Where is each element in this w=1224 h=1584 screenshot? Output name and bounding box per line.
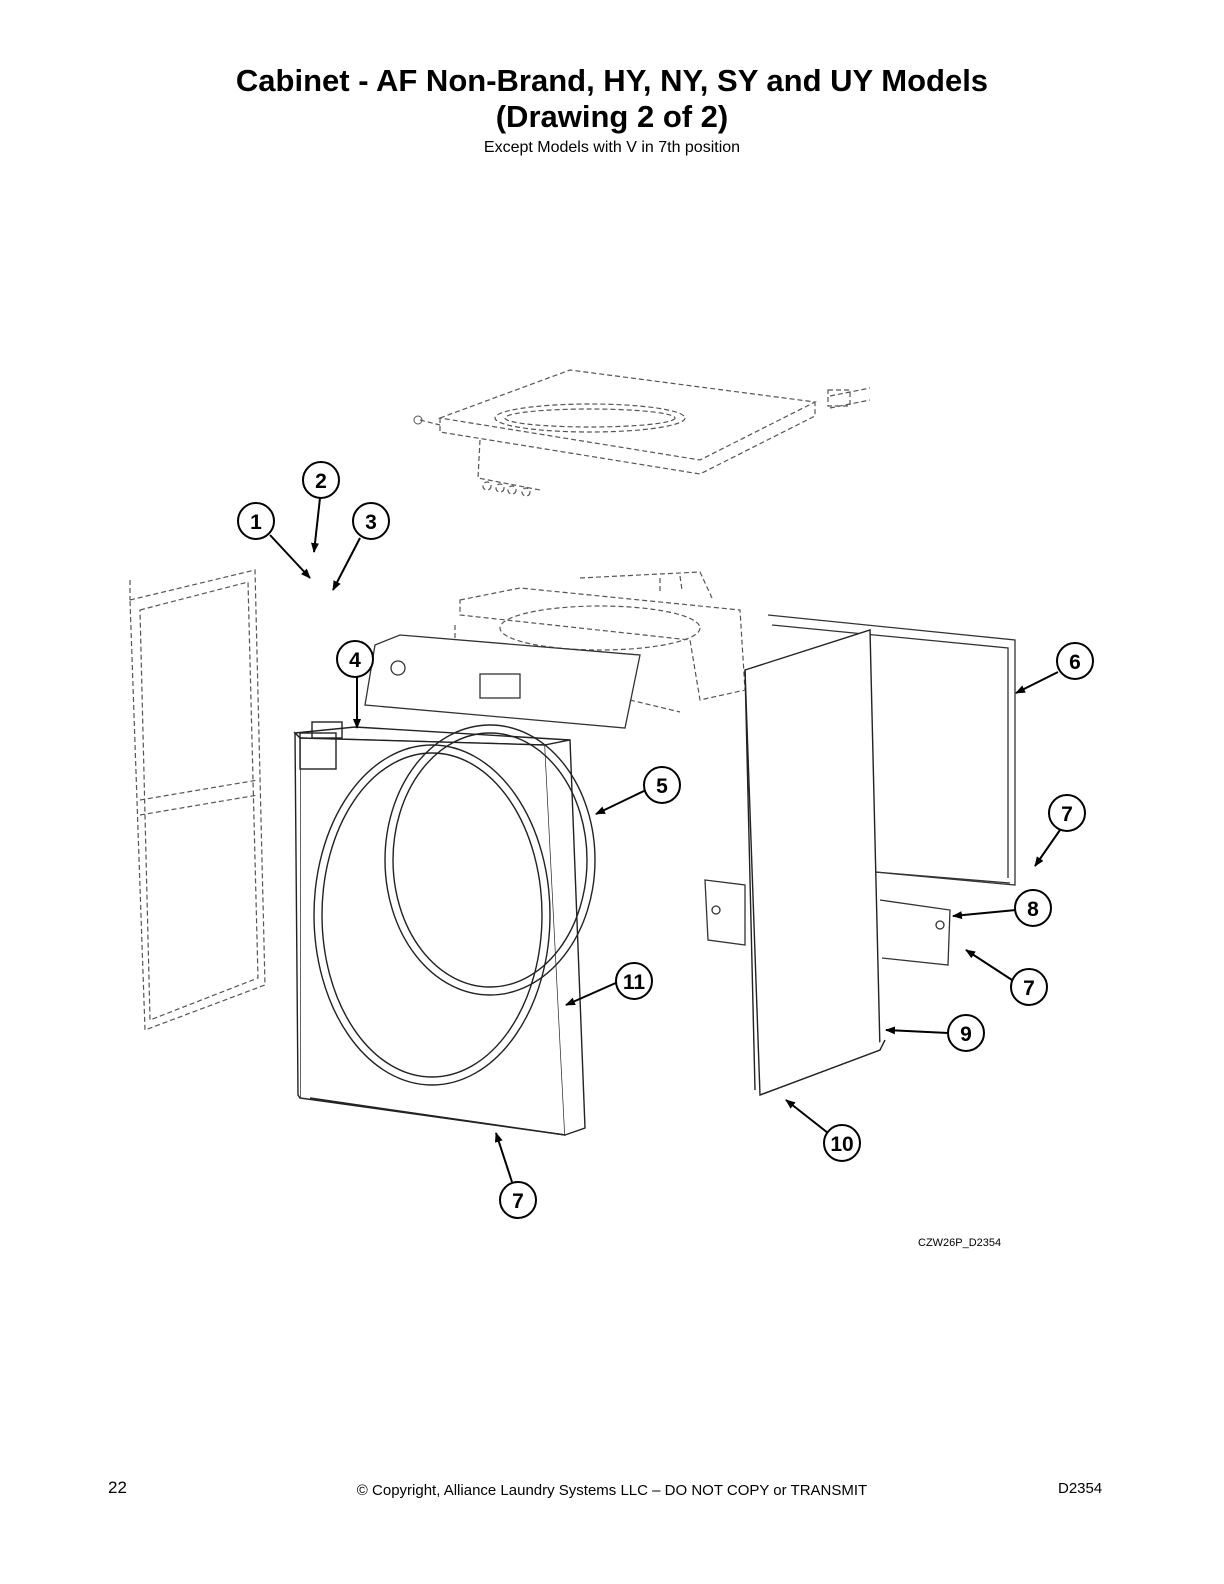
callout-2: 2 [302, 461, 340, 499]
callout-11: 11 [615, 962, 653, 1000]
callout-label: 10 [830, 1133, 853, 1156]
callout-5: 5 [643, 766, 681, 804]
callout-7c: 7 [499, 1181, 537, 1219]
leader-lines [269, 497, 1061, 1183]
callout-label: 2 [315, 470, 327, 493]
fastener-icon [413, 415, 423, 425]
page-subtitle: Except Models with V in 7th position [483, 139, 741, 156]
page-number: 22 [108, 1478, 127, 1497]
callout-label: 5 [656, 775, 668, 798]
callout-label: 11 [623, 971, 646, 994]
copyright-notice: © Copyright, Alliance Laundry Systems LL… [356, 1482, 868, 1499]
callout-7a: 7 [1048, 794, 1086, 832]
callout-9: 9 [947, 1014, 985, 1052]
rear-panel-part [767, 614, 1016, 886]
drawing-id: CZW26P_D2354 [918, 1237, 1002, 1249]
callout-4: 4 [336, 640, 374, 678]
document-id: D2354 [1058, 1480, 1103, 1497]
callout-label: 8 [1027, 898, 1039, 921]
front-panel-part [293, 721, 586, 1136]
callout-label: 6 [1069, 651, 1081, 674]
callout-8: 8 [1014, 889, 1052, 927]
callout-label: 7 [1023, 977, 1035, 1000]
callout-label: 9 [960, 1023, 972, 1046]
callout-3: 3 [352, 502, 390, 540]
callout-label: 7 [1061, 803, 1073, 826]
callout-1: 1 [237, 502, 275, 540]
right-side-panel-part [744, 629, 886, 1096]
control-panel-part [364, 634, 641, 729]
callout-label: 3 [365, 511, 377, 534]
callout-label: 4 [349, 649, 361, 672]
door-ring-part [384, 724, 596, 996]
callout-10: 10 [823, 1124, 861, 1162]
callout-label: 7 [512, 1190, 524, 1213]
page-title-drawing-number: (Drawing 2 of 2) [495, 99, 729, 134]
callout-7b: 7 [1010, 968, 1048, 1006]
page-title: Cabinet - AF Non-Brand, HY, NY, SY and U… [235, 63, 989, 98]
bracket-part [704, 879, 951, 966]
callout-label: 1 [250, 511, 262, 534]
top-panel-part [419, 369, 871, 497]
callout-6: 6 [1056, 642, 1094, 680]
left-side-panel-part [129, 569, 266, 1031]
